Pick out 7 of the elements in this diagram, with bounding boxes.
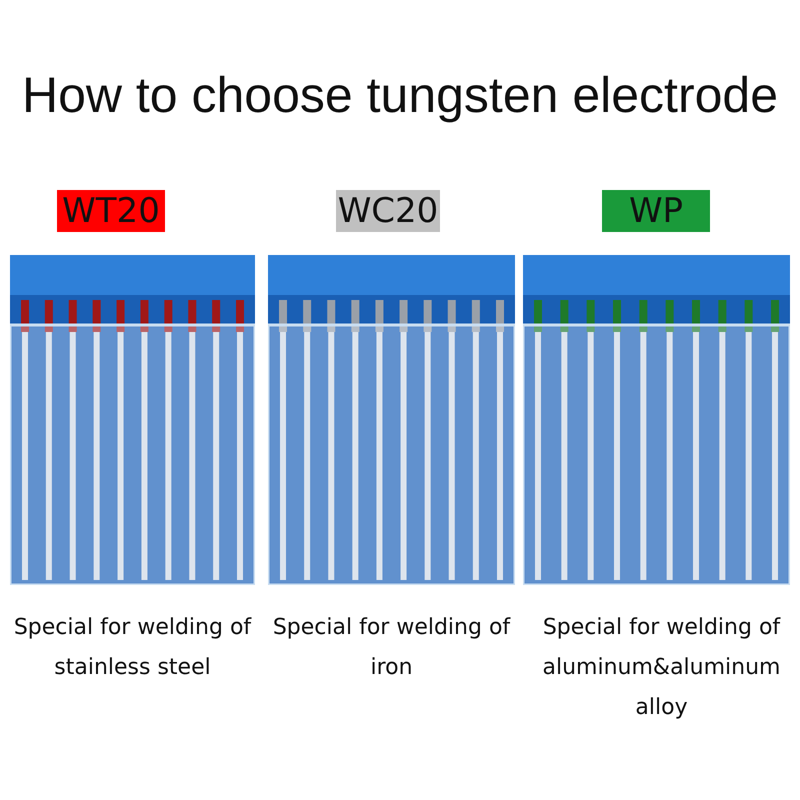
type-badge: WC20 xyxy=(336,190,440,232)
description-text: Special for welding of aluminum&aluminum alloy xyxy=(542,614,782,722)
description-text: Special for welding of iron xyxy=(272,614,512,682)
type-badge: WT20 xyxy=(57,190,165,232)
title: How to choose tungsten electrode xyxy=(20,66,780,124)
type-badge: WP xyxy=(602,190,710,232)
description-text: Special for welding of stainless steel xyxy=(12,614,252,682)
